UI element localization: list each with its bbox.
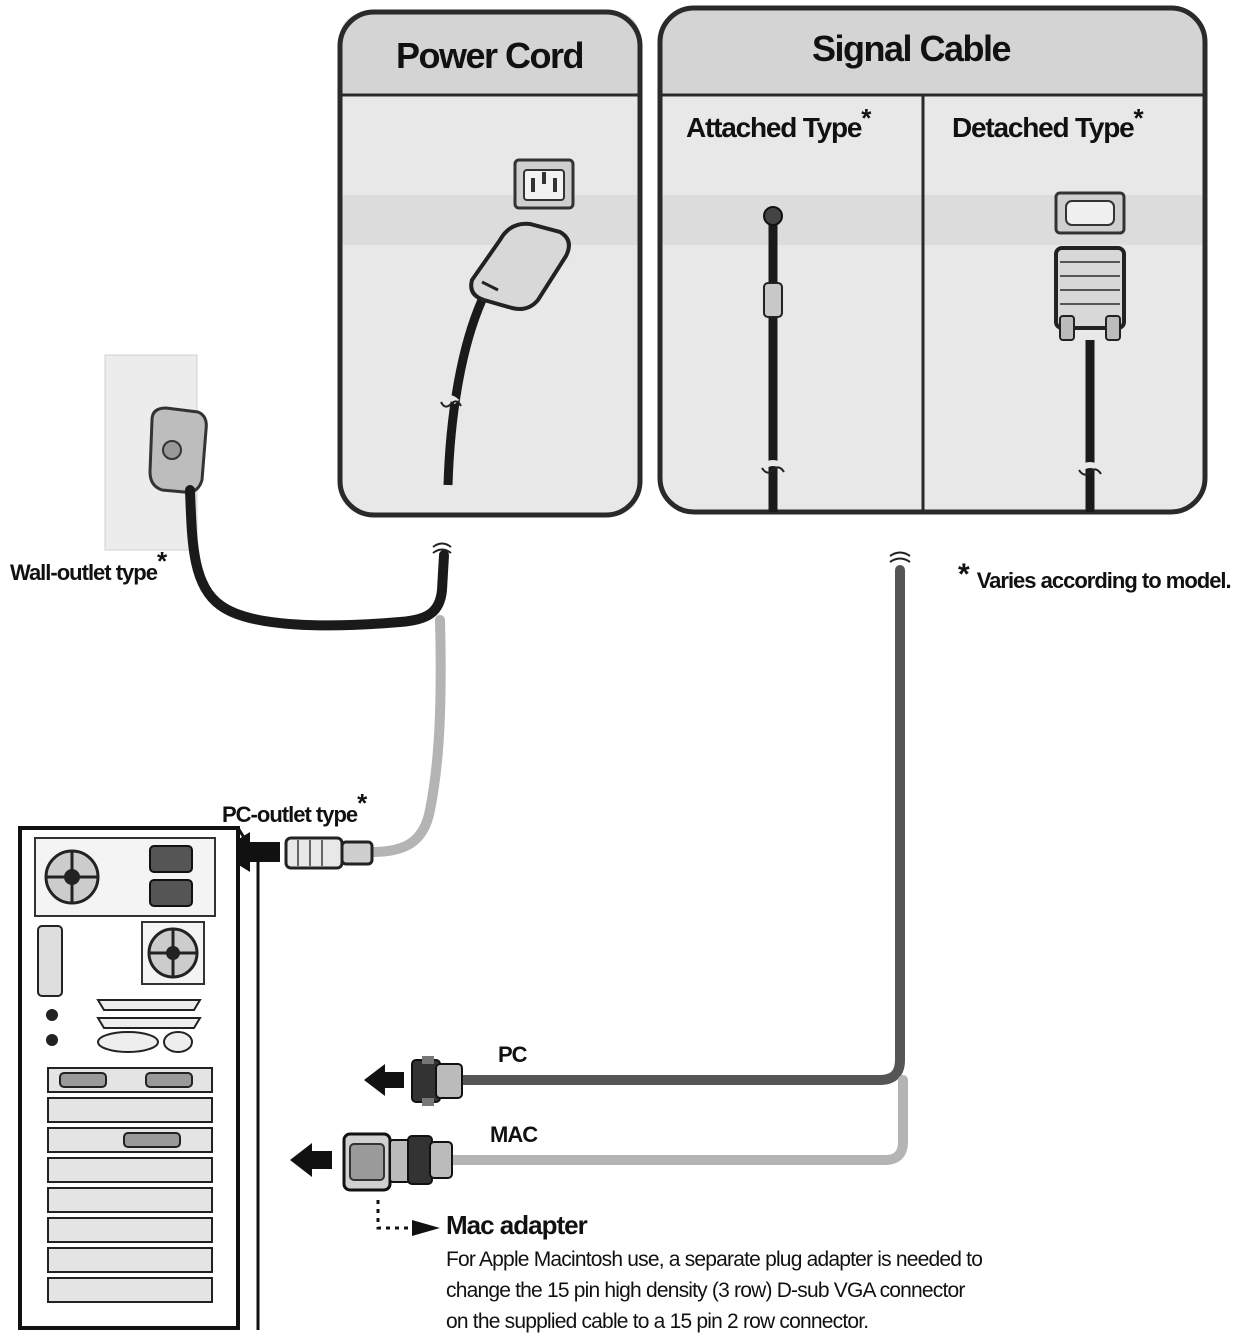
pc-outlet-label: PC-outlet type* — [222, 788, 367, 827]
detached-type-label: Detached Type* — [952, 103, 1144, 143]
mac-adapter-title: Mac adapter — [446, 1210, 588, 1240]
description-line: For Apple Macintosh use, a separate plug… — [446, 1248, 983, 1271]
pc-outlet-plug-icon — [284, 836, 374, 870]
power-plug-icon — [438, 221, 571, 486]
detached-cable-icon — [1054, 191, 1126, 512]
pc-label: PC — [498, 1042, 528, 1067]
power-cable-black — [185, 485, 449, 631]
signal-cable-panel — [657, 5, 1208, 515]
power-cable-light — [367, 615, 446, 857]
description-line: change the 15 pin high density (3 row) D… — [446, 1279, 965, 1302]
wall-outlet-icon — [104, 354, 208, 551]
arrow-mac-icon — [290, 1143, 332, 1177]
model-note: *Varies according to model. — [958, 558, 1232, 593]
mac-label: MAC — [490, 1122, 538, 1147]
power-cord-panel — [337, 9, 643, 518]
arrow-pc-icon — [364, 1064, 404, 1096]
mac-adapter-icon — [342, 1132, 453, 1192]
pc-vga-plug-icon — [411, 1056, 463, 1106]
attached-cable-icon — [759, 206, 787, 512]
power-cord-title: Power Cord — [396, 35, 585, 76]
signal-cable-pc — [457, 565, 905, 1085]
description-line: on the supplied cable to a 15 pin 2 row … — [446, 1310, 869, 1333]
signal-cable-mac — [445, 1075, 908, 1165]
mac-adapter-pointer — [376, 1200, 414, 1230]
pc-tower-icon — [18, 826, 260, 1330]
wall-outlet-label: Wall-outlet type* — [10, 546, 167, 585]
power-socket-icon — [513, 158, 575, 210]
arrow-into-pc-icon — [218, 832, 280, 872]
mac-adapter-description: For Apple Macintosh use, a separate plug… — [446, 1244, 983, 1337]
attached-type-label: Attached Type* — [686, 103, 871, 143]
signal-cable-title: Signal Cable — [812, 28, 1012, 69]
